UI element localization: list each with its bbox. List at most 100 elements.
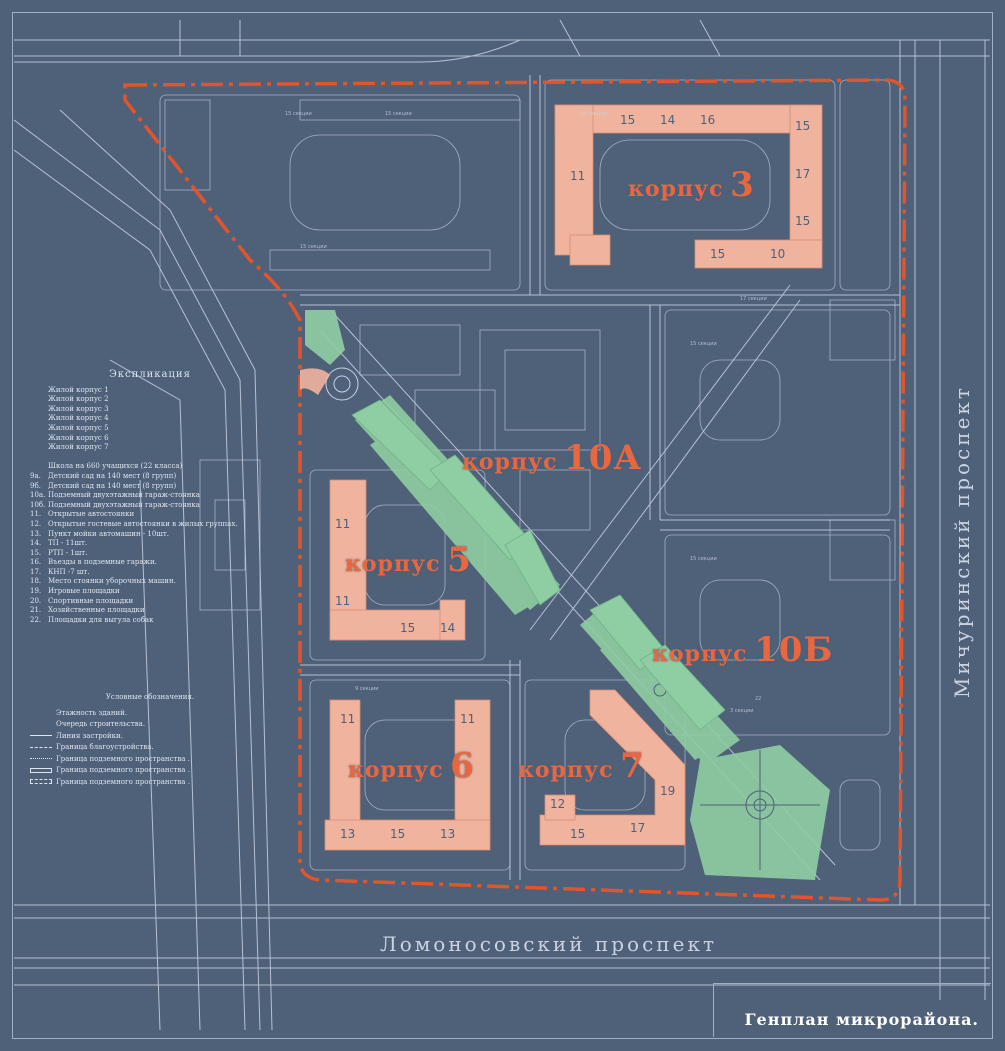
label-korpus-5: корпус 5 (345, 540, 472, 580)
legend-item-text: Открытые автостоянки (48, 510, 135, 519)
legend-item: Жилой корпус 2 (30, 395, 270, 405)
label-word: корпус (628, 176, 724, 202)
convention-label: Очередь строительства. (56, 720, 146, 728)
svg-text:10: 10 (770, 247, 785, 261)
svg-text:15: 15 (570, 827, 585, 841)
legend-item: 15. РТП - 1шт. (30, 549, 270, 559)
legend-item: 20.Спортивные площадки (30, 597, 270, 607)
label-number: 5 (447, 540, 472, 580)
legend-item-text: Подземный двухэтажный гараж-стоянка (48, 500, 200, 509)
street-bottom: Ломоносовский проспект (380, 932, 718, 956)
legend-item-text: Жилой корпус 3 (48, 404, 109, 413)
convention-item: Граница благоустройства. (30, 742, 270, 754)
legend-item: 16.Въезды в подземные гаражи. (30, 558, 270, 568)
legend-item-key: 18. (30, 577, 42, 586)
drawing-title: Генплан микрорайона. (744, 1010, 979, 1029)
svg-text:13: 13 (340, 827, 355, 841)
legend-item-text: Открытые гостевые автостоянки в жилых гр… (48, 519, 238, 528)
legend-item-text: Жилой корпус 6 (48, 433, 109, 442)
legend-item-text: Жилой корпус 2 (48, 395, 109, 404)
svg-text:15: 15 (795, 119, 810, 133)
legend-item: 12.Открытые гостевые автостоянки в жилых… (30, 520, 270, 530)
legend-item-text: Школа на 660 учащихся (22 класса) (48, 462, 183, 471)
label-number: 3 (730, 165, 755, 205)
legend-item-key: 21. (30, 606, 42, 615)
svg-text:11: 11 (335, 594, 350, 608)
convention-item: Граница подземного пространства . (30, 754, 270, 766)
legend-item-key: 17. (30, 567, 42, 576)
label-number: 10А (564, 438, 643, 478)
legend-item-key: 20. (30, 596, 42, 605)
legend-item-text: КНП -7 шт. (48, 567, 90, 576)
legend-item-text: Площадки для выгула собак (48, 615, 154, 624)
convention-item: Очередь строительства. (30, 719, 270, 731)
svg-text:15 секции: 15 секции (385, 111, 412, 117)
svg-text:15: 15 (620, 113, 635, 127)
legend-item-text: Въезды в подземные гаражи. (48, 558, 157, 567)
svg-text:14: 14 (440, 621, 455, 635)
legend-item: 10а.Подземный двухэтажный гараж-стоянка (30, 491, 270, 501)
legend-item-text: Игровые площадки (48, 587, 120, 596)
legend-item: 22. Площадки для выгула собак (30, 616, 270, 626)
legend-item-text: ТП - 11шт. (48, 539, 88, 548)
legend-item-text: Хозяйственные площадки (48, 606, 145, 615)
convention-label: Этажность зданий. (56, 708, 128, 717)
svg-text:16: 16 (700, 113, 715, 127)
label-word: корпус (652, 641, 748, 667)
legend-item: Школа на 660 учащихся (22 класса) (30, 462, 270, 472)
legend-item: 21. Хозяйственные площадки (30, 606, 270, 616)
legend-item: 10б.Подземный двухэтажный гараж-стоянка (30, 501, 270, 511)
conventions-title: Условные обозначения. (105, 693, 195, 701)
dimension-marks: 15 секции 15 секции 15 секции 15 секции 17… (285, 111, 767, 714)
legend-title: Экспликация (109, 369, 191, 380)
svg-text:15 секции: 15 секции (690, 556, 717, 562)
label-number: 6 (450, 746, 475, 786)
label-korpus-10b: корпус 10Б (652, 630, 833, 670)
svg-text:12: 12 (550, 797, 565, 811)
convention-label: Граница подземного пространства . (56, 754, 190, 763)
legend-item-text: РТП - 1шт. (48, 548, 88, 557)
legend-item-text: Жилой корпус 5 (48, 423, 109, 432)
convention-symbol (30, 746, 52, 748)
legend-item-key: 14. (30, 539, 42, 548)
residential-buildings (324, 104, 823, 851)
legend-item-text: Жилой корпус 4 (48, 414, 109, 423)
svg-text:19: 19 (660, 784, 675, 798)
convention-label: Граница подземного пространства . (56, 766, 190, 774)
legend-item: Жилой корпус 7 (30, 443, 270, 453)
svg-text:15 секции: 15 секции (580, 111, 607, 117)
legend-item-text: Детский сад на 140 мест (8 групп) (48, 481, 177, 490)
legend-item-key: 22. (30, 615, 42, 624)
label-word: корпус (518, 757, 614, 783)
legend-item-text: Пункт мойки автомашин - 10шт. (48, 529, 169, 538)
svg-text:15 секции: 15 секции (690, 341, 717, 347)
legend-item: Жилой корпус 4 (30, 414, 270, 424)
svg-text:11: 11 (335, 517, 350, 531)
legend-item-text: Место стоянки уборочных машин. (48, 577, 176, 586)
legend-item-key: 9б. (30, 481, 41, 490)
legend-item-text: Детский сад на 140 мест (8 групп) (48, 471, 177, 480)
label-korpus-7: корпус 7 (518, 746, 645, 786)
svg-text:11: 11 (340, 712, 355, 726)
svg-text:11: 11 (570, 169, 585, 183)
legend-item: 9а.Детский сад на 140 мест (8 групп) (30, 472, 270, 482)
convention-label: Линия застройки. (56, 731, 123, 740)
legend-item: Жилой корпус 5 (30, 424, 270, 434)
block-outlines (159, 79, 896, 871)
legend-item-key: 10б. (30, 500, 46, 509)
svg-text:15 секции: 15 секции (285, 111, 312, 117)
convention-symbol (30, 710, 52, 715)
legend-item-key: 15. (30, 548, 42, 557)
svg-text:15 секции: 15 секции (300, 244, 327, 250)
green-housing (351, 399, 726, 731)
label-word: корпус (462, 449, 558, 475)
svg-text:11: 11 (460, 712, 475, 726)
legend-item-text: Жилой корпус 7 (48, 443, 109, 452)
svg-text:17 секции: 17 секции (740, 296, 767, 302)
convention-item: Граница подземного пространства . (30, 777, 270, 789)
legend-item: 19.Игровые площадки (30, 587, 270, 597)
svg-text:9 секции: 9 секции (355, 686, 379, 692)
legend-item: Жилой корпус 1 (30, 386, 270, 396)
